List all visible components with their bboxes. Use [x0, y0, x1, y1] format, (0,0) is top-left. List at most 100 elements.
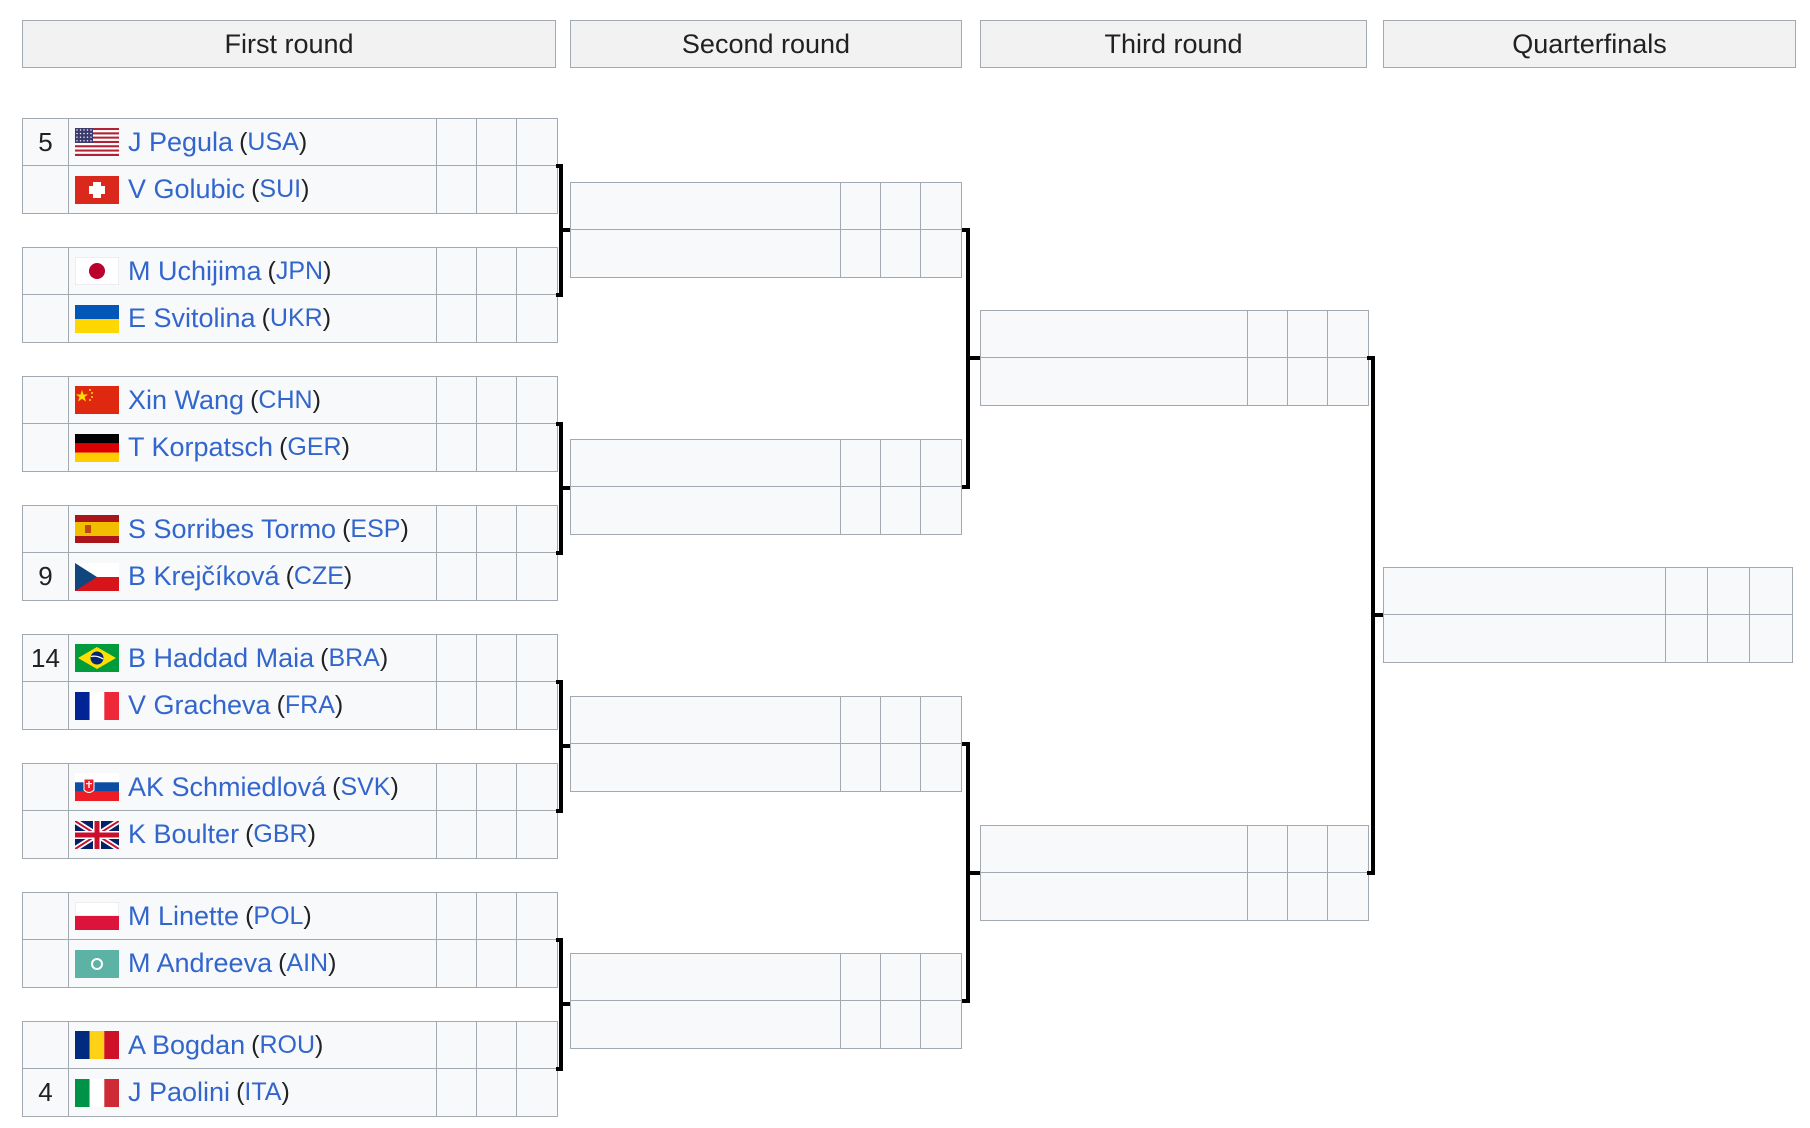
country-code-link[interactable]: FRA — [284, 691, 335, 719]
country-code: (GER) — [279, 433, 350, 461]
qf-set-1-score — [1665, 615, 1709, 663]
seed-cell — [22, 1021, 69, 1069]
header-third-round: Third round — [980, 20, 1367, 68]
country-code: (ROU) — [251, 1030, 324, 1059]
r1-set-1-score — [436, 166, 478, 214]
country-code-link[interactable]: ITA — [244, 1078, 282, 1106]
qf-set-3-score — [1749, 615, 1793, 663]
player-name-link[interactable]: B Krejčíková — [128, 561, 280, 591]
header-quarterfinals: Quarterfinals — [1383, 20, 1796, 68]
player-name-link[interactable]: K Boulter — [128, 819, 240, 849]
country-code-link[interactable]: CHN — [258, 385, 313, 414]
country-code-link[interactable]: AIN — [286, 949, 329, 977]
r1-set-2-score — [476, 376, 518, 424]
player-row-2: V Golubic(SUI) — [0, 166, 560, 214]
r1-set-3-score — [516, 892, 558, 940]
r1-set-1-score — [436, 118, 478, 166]
player-name-cell: B Haddad Maia(BRA) — [68, 634, 438, 682]
player-name-link[interactable]: B Haddad Maia — [128, 642, 315, 673]
country-code-link[interactable]: GER — [287, 433, 342, 461]
r3-set-2-score — [1287, 310, 1329, 358]
country-code-link[interactable]: GBR — [253, 820, 308, 848]
r3-match-2-slot-1 — [0, 825, 1810, 873]
country-code-link[interactable]: BRA — [328, 643, 380, 672]
r2-set-2-score — [880, 953, 922, 1001]
player-name-link[interactable]: E Svitolina — [128, 303, 256, 333]
empty-player-cell — [1383, 615, 1667, 663]
seed-cell — [22, 166, 69, 214]
r3-set-1-score — [1247, 825, 1289, 873]
player-name-link[interactable]: J Paolini — [128, 1077, 231, 1107]
player-row-15: A Bogdan(ROU) — [0, 1021, 560, 1069]
header-first-round: First round — [22, 20, 556, 68]
player-name-cell: K Boulter(GBR) — [68, 811, 438, 859]
r1-set-3-score — [516, 763, 558, 811]
slovakia-flag-icon — [75, 773, 119, 801]
qf-match-1-slot-2 — [0, 615, 1810, 663]
r1-set-3-score — [516, 247, 558, 295]
player-row-12: K Boulter(GBR) — [0, 811, 560, 859]
country-code-link[interactable]: ROU — [259, 1030, 316, 1059]
r1-set-2-score — [476, 505, 518, 553]
country-code-link[interactable]: UKR — [269, 304, 323, 332]
player-name-link[interactable]: J Pegula — [128, 126, 234, 157]
player-name-link[interactable]: M Linette — [128, 900, 240, 931]
player-name-link[interactable]: AK Schmiedlová — [128, 771, 327, 802]
country-code-link[interactable]: CZE — [293, 562, 344, 590]
italy-flag-icon — [75, 1078, 119, 1107]
country-code: (GBR) — [245, 820, 316, 848]
country-code-link[interactable]: JPN — [275, 256, 324, 285]
seed-cell: 5 — [22, 118, 69, 166]
player-name-link[interactable]: T Korpatsch — [128, 432, 274, 462]
country-code: (POL) — [245, 901, 312, 930]
country-code-link[interactable]: ESP — [350, 514, 401, 543]
r2-set-3-score — [920, 1001, 962, 1049]
country-code-link[interactable]: SUI — [259, 175, 302, 203]
country-code: (AIN) — [278, 949, 337, 977]
r3-set-2-score — [1287, 825, 1329, 873]
r3-set-1-score — [1247, 310, 1289, 358]
seed-cell — [22, 295, 69, 343]
empty-player-cell — [570, 439, 842, 487]
r2-set-2-score — [880, 487, 922, 535]
empty-player-cell — [980, 310, 1249, 358]
r2-set-3-score — [920, 487, 962, 535]
player-name-link[interactable]: V Golubic — [128, 174, 246, 204]
r1-set-1-score — [436, 247, 478, 295]
r2-set-3-score — [920, 744, 962, 792]
player-name-link[interactable]: M Uchijima — [128, 255, 262, 286]
country-code: (SVK) — [332, 772, 399, 801]
empty-player-cell — [570, 1001, 842, 1049]
bracket-connector — [966, 356, 980, 360]
r2-set-1-score — [840, 487, 882, 535]
country-code-link[interactable]: USA — [247, 127, 299, 156]
r1-set-2-score — [476, 118, 518, 166]
r2-set-2-score — [880, 1001, 922, 1049]
r2-set-1-score — [840, 744, 882, 792]
czechia-flag-icon — [75, 562, 119, 591]
bracket-connector — [559, 228, 570, 232]
r2-set-1-score — [840, 696, 882, 744]
country-code-link[interactable]: POL — [253, 901, 304, 930]
usa-flag-icon — [75, 128, 119, 156]
r1-set-3-score — [516, 376, 558, 424]
ain-flag-icon — [75, 949, 119, 978]
player-name-link[interactable]: Xin Wang — [128, 384, 245, 415]
player-name-link[interactable]: M Andreeva — [128, 948, 273, 978]
r1-set-1-score — [436, 553, 478, 601]
r1-set-3-score — [516, 634, 558, 682]
r2-set-3-score — [920, 696, 962, 744]
player-row-6: T Korpatsch(GER) — [0, 424, 560, 472]
bracket-connector — [966, 871, 980, 875]
spain-flag-icon — [75, 515, 119, 543]
player-name-link[interactable]: S Sorribes Tormo — [128, 513, 337, 544]
player-row-13: M Linette(POL) — [0, 892, 560, 940]
country-code: (UKR) — [261, 304, 332, 332]
uk-flag-icon — [73, 818, 121, 851]
player-name-link[interactable]: V Gracheva — [128, 690, 271, 720]
player-name-link[interactable]: A Bogdan — [128, 1029, 246, 1060]
r1-set-3-score — [516, 1021, 558, 1069]
country-code-link[interactable]: SVK — [340, 772, 391, 801]
r1-set-1-score — [436, 424, 478, 472]
